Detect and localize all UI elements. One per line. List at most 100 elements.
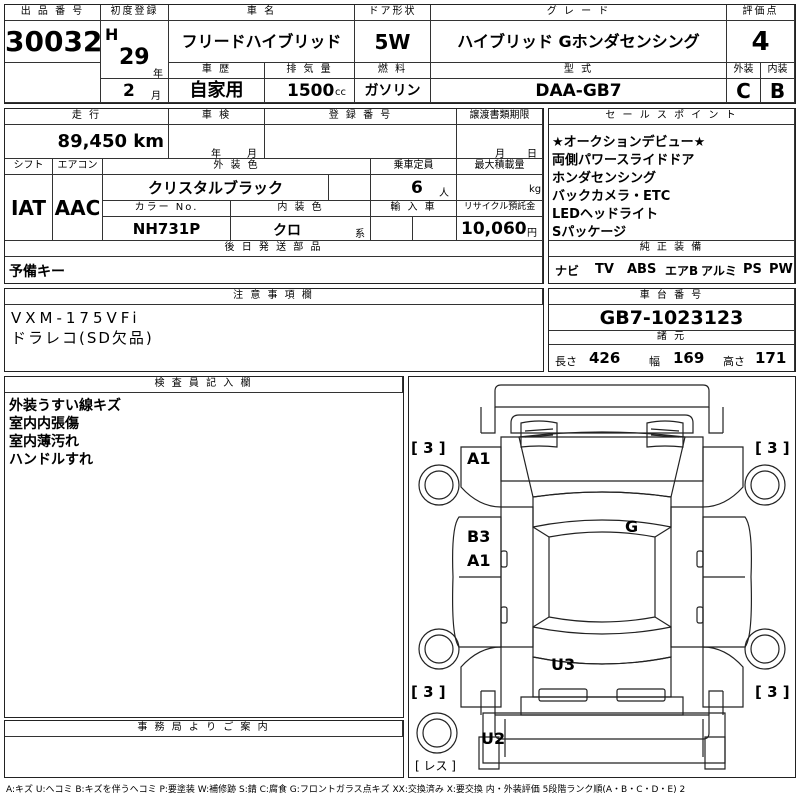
inspector-header: 検 査 員 記 入 欄 <box>5 377 403 393</box>
fuel-header: 燃 料 <box>355 63 431 79</box>
later-parts-header: 後 日 発 送 部 品 <box>5 241 543 257</box>
inspector-line: 外装うすい線キズ <box>9 398 121 414</box>
recycle: 10,060 <box>461 219 527 239</box>
equip-tv: TV <box>595 262 614 277</box>
capacity-cell: 6 人 <box>371 175 457 201</box>
door-type: 5W <box>355 21 431 63</box>
mark-u3: U3 <box>551 655 576 674</box>
reg-month: 2 <box>123 81 135 101</box>
mark-b3: B3 <box>467 527 491 546</box>
model: DAA-GB7 <box>431 79 727 103</box>
equip-airbag: エアB <box>665 264 699 278</box>
transfer-header: 譲渡書類期限 <box>457 109 543 125</box>
exterior-header: 外装 <box>727 63 761 79</box>
equip-pw: PW <box>769 262 793 277</box>
sales-point: ★オークションデビュー★ <box>552 135 706 150</box>
sales-point: Sパッケージ <box>552 225 627 240</box>
shift: IAT <box>5 175 53 241</box>
tire-fr: [ 3 ] <box>755 439 790 457</box>
first-reg-header: 初度登録 <box>101 5 169 21</box>
month-unit: 月 <box>151 91 161 102</box>
maxload-cell: kg <box>457 175 543 201</box>
chassis-header: 車 台 番 号 <box>549 289 795 305</box>
lot-no-blank <box>5 63 101 103</box>
inspection-month-unit: 月 <box>247 149 257 159</box>
inspector-line: 室内内張傷 <box>9 416 79 432</box>
capacity-unit: 人 <box>439 188 449 199</box>
equip-alumi: アルミ <box>701 264 737 278</box>
equipment-row: ナビ TV ABS エアB アルミ PS PW <box>549 257 795 283</box>
note-line: ドラレコ(SD欠品) <box>11 329 154 347</box>
tire-fl: [ 3 ] <box>411 439 446 457</box>
height: 171 <box>755 349 787 367</box>
sales-point: バックカメラ・ETC <box>552 189 671 204</box>
inspector-box: 検 査 員 記 入 欄 外装うすい線キズ 室内内張傷 室内薄汚れ ハンドルすれ <box>4 376 404 718</box>
capacity-header: 乗車定員 <box>371 159 457 175</box>
inspector-line: 室内薄汚れ <box>9 434 79 450</box>
sales-point: ホンダセンシング <box>552 171 657 186</box>
later-parts-cell: 予備キー <box>5 257 543 283</box>
ext-color: クリスタルブラック <box>103 175 329 201</box>
shift-header: シフト <box>5 159 53 175</box>
reg-year: 29 <box>119 45 150 70</box>
import-header: 輸 入 車 <box>371 201 457 217</box>
int-color-header: 内 装 色 <box>231 201 371 217</box>
history: 自家用 <box>169 79 265 103</box>
mark-g: G <box>625 517 639 536</box>
exterior-grade: C <box>727 79 761 103</box>
interior-grade: B <box>761 79 795 103</box>
transfer-month-unit: 月 <box>495 149 505 159</box>
first-reg-month: 2 月 <box>101 79 169 103</box>
reg-no-cell <box>265 125 457 159</box>
import-cell <box>371 217 413 241</box>
tire-rl: [ 3 ] <box>411 683 446 701</box>
mark-a1-side: A1 <box>467 551 491 570</box>
maxload-header: 最大積載量 <box>457 159 543 175</box>
model-header: 型 式 <box>431 63 727 79</box>
history-header: 車 歴 <box>169 63 265 79</box>
color-header: 外 装 色 <box>103 159 371 175</box>
sales-point: LEDヘッドライト <box>552 207 658 222</box>
equip-abs: ABS <box>627 262 657 277</box>
tire-rr: [ 3 ] <box>755 683 790 701</box>
length: 426 <box>589 349 621 367</box>
import-cell-2 <box>413 217 457 241</box>
mark-u2: U2 <box>481 729 506 748</box>
car-diagram <box>416 384 786 770</box>
aircon-header: エアコン <box>53 159 103 175</box>
score: 4 <box>727 21 795 63</box>
details-box: 走 行 車 検 登 録 番 号 譲渡書類期限 89,450 km 年 月 月 日… <box>4 108 544 284</box>
note-line: VXM-175VFi <box>11 309 141 327</box>
office-header: 事 務 局 よ り ご 案 内 <box>5 721 403 737</box>
maxload-unit: kg <box>529 184 542 195</box>
dims-header: 諸 元 <box>549 331 795 345</box>
era: H <box>105 25 119 44</box>
car-diagram-box: [ 3 ] [ 3 ] [ 3 ] [ 3 ] A1 G B3 A1 U3 U2… <box>408 376 796 778</box>
inspection-year-unit: 年 <box>211 149 221 159</box>
sales-points-list: ★オークションデビュー★ 両側パワースライドドア ホンダセンシング バックカメラ… <box>549 125 795 241</box>
color-no-header: カラー No. <box>103 201 231 217</box>
recycle-unit: 円 <box>527 228 537 239</box>
inspection-cell: 年 月 <box>169 125 265 159</box>
recycle-header: リサイクル預託金 <box>457 201 543 217</box>
capacity: 6 <box>411 178 423 198</box>
displacement: 1500 <box>287 81 335 101</box>
transfer-day-unit: 日 <box>527 149 537 159</box>
sales-points-box: セ ー ル ス ポ イ ン ト ★オークションデビュー★ 両側パワースライドドア… <box>548 108 796 284</box>
later-parts: 予備キー <box>9 264 65 280</box>
sales-point: 両側パワースライドドア <box>552 153 695 168</box>
reg-no-header: 登 録 番 号 <box>265 109 457 125</box>
displacement-unit: cc <box>335 87 346 98</box>
int-color: クロ <box>273 223 301 239</box>
height-label: 高さ <box>723 355 745 368</box>
car-name-header: 車 名 <box>169 5 355 21</box>
equip-navi: ナビ <box>555 264 580 278</box>
lot-no-header: 出 品 番 号 <box>5 5 101 21</box>
int-color-cell: クロ 系 <box>231 217 371 241</box>
inspection-header: 車 検 <box>169 109 265 125</box>
office-box: 事 務 局 よ り ご 案 内 <box>4 720 404 778</box>
displacement-header: 排 気 量 <box>265 63 355 79</box>
mark-a1-front: A1 <box>467 449 491 468</box>
year-unit: 年 <box>153 69 163 79</box>
fuel: ガソリン <box>355 79 431 103</box>
